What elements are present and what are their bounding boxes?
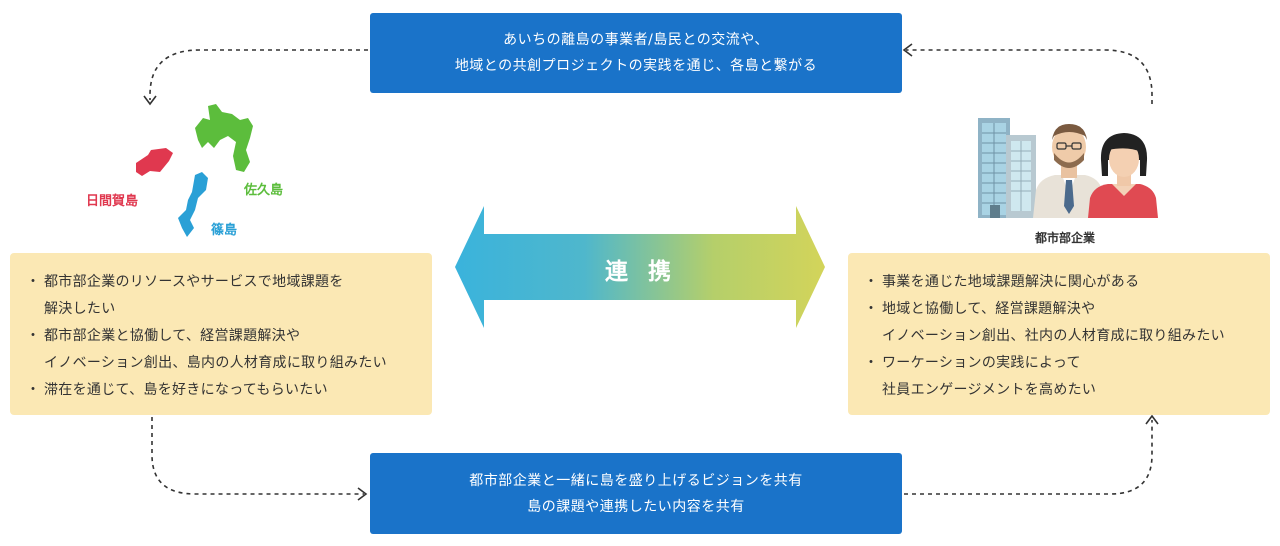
island-needs-box: ・ 都市部企業のリソースやサービスで地域課題を 解決したい ・ 都市部企業と協働… <box>10 253 432 415</box>
himakajima-label: 日間賀島 <box>86 194 139 209</box>
list-item: ・ 事業を通じた地域課題解決に関心がある <box>862 269 1256 296</box>
top-exchange-box: あいちの離島の事業者/島民との交流や、 地域との共創プロジェクトの実践を通じ、各… <box>370 13 902 93</box>
bullet: ・ <box>864 301 879 317</box>
sakushima-label: 佐久島 <box>244 183 284 198</box>
list-item-line2: イノベーション創出、社内の人材育成に取り組みたい <box>882 328 1225 344</box>
bottom-right-arrowhead <box>1145 414 1159 425</box>
collaboration-label: 連 携 <box>604 259 677 285</box>
bottom-right-connector <box>904 420 1153 495</box>
bottom-left-connector <box>151 417 364 495</box>
bottom-left-arrowhead <box>357 487 368 501</box>
list-item: ・ 滞在を通じて、島を好きになってもらいたい <box>24 377 418 404</box>
shinojima-icon <box>178 172 208 237</box>
company-needs-box: ・ 事業を通じた地域課題解決に関心がある ・ 地域と協働して、経営課題解決や イ… <box>848 253 1270 415</box>
list-item-line2: 社員エンゲージメントを高めたい <box>882 382 1097 398</box>
himakajima-icon <box>136 148 173 176</box>
list-item-line1: 都市部企業のリソースやサービスで地域課題を <box>44 274 344 290</box>
list-item-line2: 解決したい <box>44 301 116 317</box>
list-item-line1: 滞在を通じて、島を好きになってもらいたい <box>44 382 328 398</box>
top-right-arrowhead <box>902 43 913 57</box>
building-icon <box>978 118 1036 218</box>
top-box-line2: 地域との共創プロジェクトの実践を通じ、各島と繋がる <box>454 58 818 74</box>
sakushima-icon <box>195 104 253 172</box>
top-left-connector <box>149 49 368 100</box>
top-box-line1: あいちの離島の事業者/島民との交流や、 <box>503 32 769 48</box>
company-label: 都市部企業 <box>1034 231 1095 245</box>
list-item-line1: 地域と協働して、経営課題解決や <box>882 301 1096 317</box>
double-arrow-shape <box>455 206 825 328</box>
bottom-vision-box: 都市部企業と一緒に島を盛り上げるビジョンを共有 島の課題や連携したい内容を共有 <box>370 453 902 534</box>
businesswoman-icon <box>1088 133 1158 218</box>
list-item-line1: ワーケーションの実践によって <box>882 355 1081 371</box>
bullet: ・ <box>26 274 41 290</box>
list-item: ・ 都市部企業と協働して、経営課題解決や イノベーション創出、島内の人材育成に取… <box>24 323 418 377</box>
bullet: ・ <box>26 328 41 344</box>
list-item-line2: イノベーション創出、島内の人材育成に取り組みたい <box>44 355 387 371</box>
top-left-arrowhead <box>143 95 157 106</box>
list-item-line1: 事業を通じた地域課題解決に関心がある <box>882 274 1140 290</box>
bullet: ・ <box>864 274 879 290</box>
bottom-box-line1: 都市部企業と一緒に島を盛り上げるビジョンを共有 <box>469 472 803 489</box>
list-item: ・ 都市部企業のリソースやサービスで地域課題を 解決したい <box>24 269 418 323</box>
list-item: ・ ワーケーションの実践によって 社員エンゲージメントを高めたい <box>862 350 1256 404</box>
bottom-box-line2: 島の課題や連携したい内容を共有 <box>527 498 745 515</box>
list-item-line1: 都市部企業と協働して、経営課題解決や <box>44 328 301 344</box>
bullet: ・ <box>864 355 879 371</box>
shinojima-label: 篠島 <box>211 223 238 238</box>
top-right-connector <box>906 49 1153 104</box>
list-item: ・ 地域と協働して、経営課題解決や イノベーション創出、社内の人材育成に取り組み… <box>862 296 1256 350</box>
businessman-icon <box>1033 124 1104 218</box>
bullet: ・ <box>26 382 41 398</box>
